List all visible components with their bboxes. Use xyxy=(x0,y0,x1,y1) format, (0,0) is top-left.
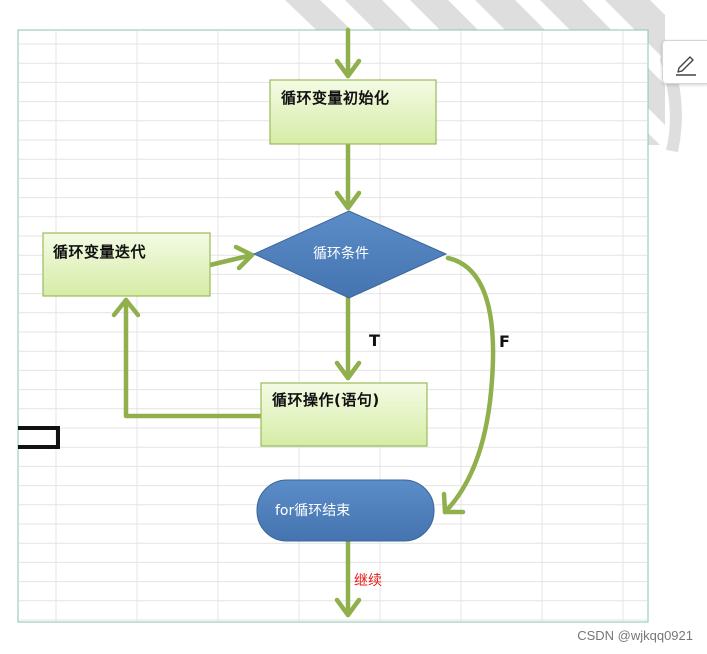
operation-box xyxy=(260,382,428,447)
init-label: 循环变量初始化 xyxy=(281,89,390,107)
operation-label: 循环操作(语句) xyxy=(272,391,380,409)
connectors xyxy=(111,27,496,618)
init-box xyxy=(269,79,437,145)
end-terminal xyxy=(256,479,435,542)
iterate-label: 循环变量迭代 xyxy=(53,243,147,261)
bracket-mark xyxy=(18,426,60,449)
edit-button[interactable] xyxy=(662,40,707,84)
iterate-box xyxy=(42,232,211,297)
pencil-icon xyxy=(676,56,696,76)
true-edge-label: T xyxy=(369,331,380,350)
end-label: for循环结束 xyxy=(275,503,351,519)
condition-diamond xyxy=(252,210,448,299)
continue-edge-label: 继续 xyxy=(354,573,382,589)
condition-label: 循环条件 xyxy=(313,246,369,262)
false-edge-label: F xyxy=(499,332,510,351)
watermark: CSDN @wjkqq0921 xyxy=(577,628,693,643)
